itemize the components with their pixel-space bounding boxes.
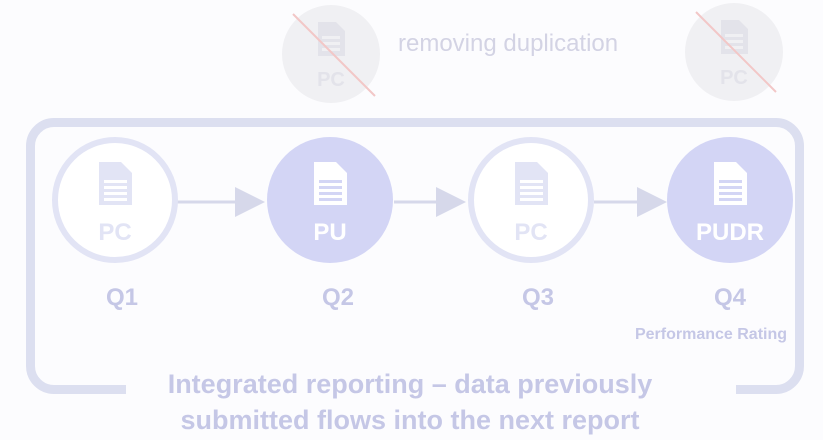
document-icon [314,162,347,205]
quarter-label-q2: Q2 [321,284,354,311]
strike-line [695,11,777,93]
document-icon [99,162,132,205]
q4-sublabel: Performance Rating [634,326,788,343]
document-icon [515,162,548,205]
node-q2-doc-label: PU [313,219,346,246]
removing-duplication-label: removing duplication [398,30,619,57]
quarter-label-q4: Q4 [713,284,746,311]
ghost-doc-left-label: PC [317,69,345,91]
node-q2: PU [267,137,393,263]
frame-gap [126,378,736,408]
quarter-label-q1: Q1 [105,284,138,311]
caption-line-1: Integrated reporting – data previously [167,369,653,399]
document-icon [714,162,747,205]
node-q4-doc-label: PUDR [696,219,764,246]
ghost-doc-right-label: PC [720,67,748,89]
ghost-doc-right: PC [685,3,783,101]
node-q1: PC [52,137,178,263]
node-q4: PUDR [667,137,793,263]
node-q3-doc-label: PC [514,219,547,246]
node-q3: PC [468,137,594,263]
caption: Integrated reporting – data previously s… [60,366,760,438]
strike-line [292,13,376,97]
quarter-label-q3: Q3 [521,284,554,311]
node-q1-doc-label: PC [98,219,131,246]
caption-line-2: submitted flows into the next report [180,405,640,435]
ghost-doc-left: PC [282,5,380,103]
